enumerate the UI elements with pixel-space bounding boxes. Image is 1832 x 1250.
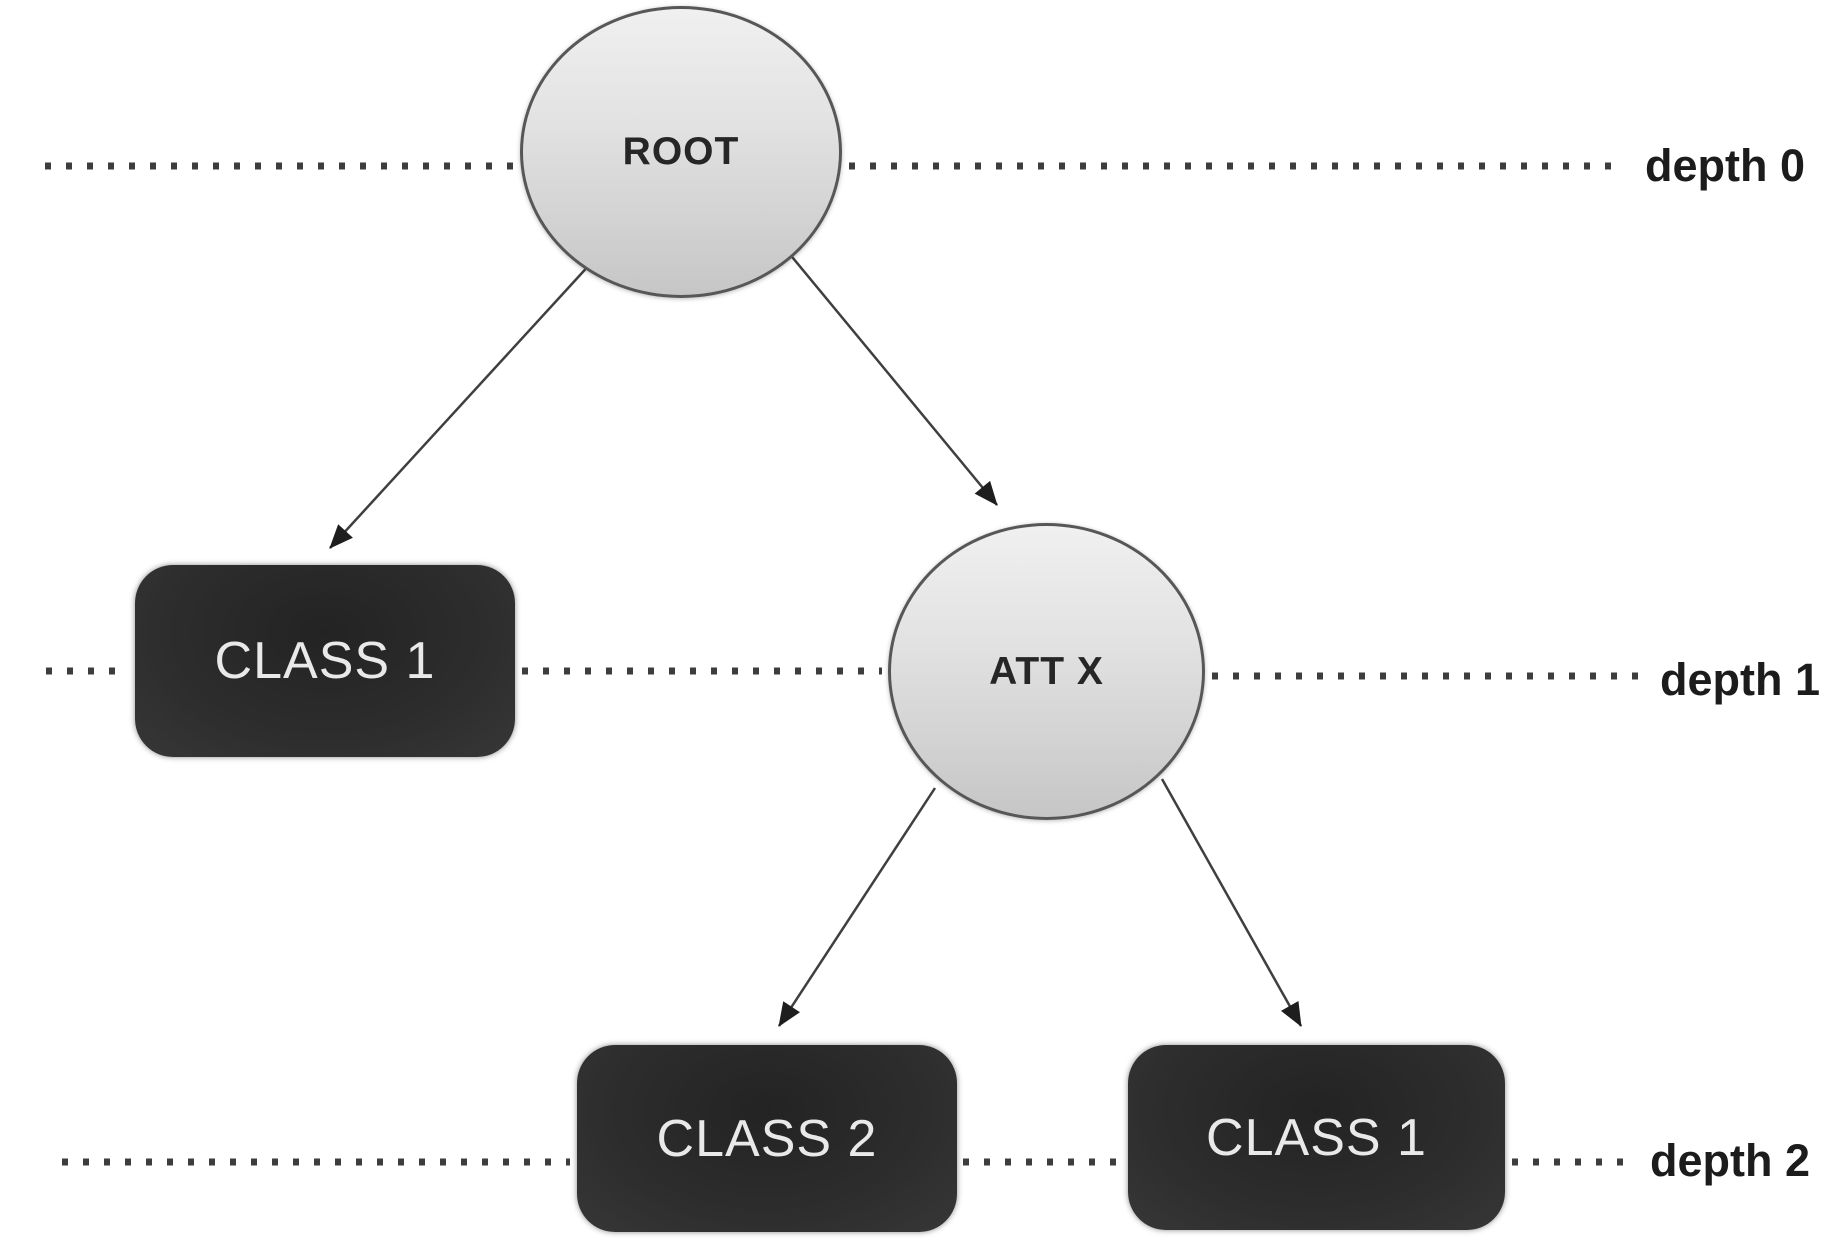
edge-root-to-class1-d1 <box>329 261 593 549</box>
depth-0-label: depth 0 <box>1645 140 1806 191</box>
class1-leaf-depth1-label: CLASS 1 <box>214 632 436 690</box>
att-x-node-label: ATT X <box>989 649 1104 693</box>
depth-2-label: depth 2 <box>1650 1135 1811 1186</box>
class2-leaf-depth2: CLASS 2 <box>577 1045 957 1232</box>
root-node-label: ROOT <box>622 130 740 173</box>
att-x-node: ATT X <box>888 523 1205 820</box>
edge-root-to-att-x <box>787 251 998 506</box>
edge-att-x-to-class1-d2 <box>1160 778 1303 1027</box>
edge-att-x-to-class2-d2 <box>777 787 937 1027</box>
depth-1-label: depth 1 <box>1660 654 1821 705</box>
class1-leaf-depth2-label: CLASS 1 <box>1206 1108 1427 1167</box>
depth-1-ruler-line <box>46 667 1643 680</box>
class1-leaf-depth1: CLASS 1 <box>135 565 515 757</box>
class1-leaf-depth2: CLASS 1 <box>1128 1045 1505 1230</box>
class2-leaf-depth2-label: CLASS 2 <box>656 1109 878 1168</box>
root-node: ROOT <box>520 6 842 298</box>
